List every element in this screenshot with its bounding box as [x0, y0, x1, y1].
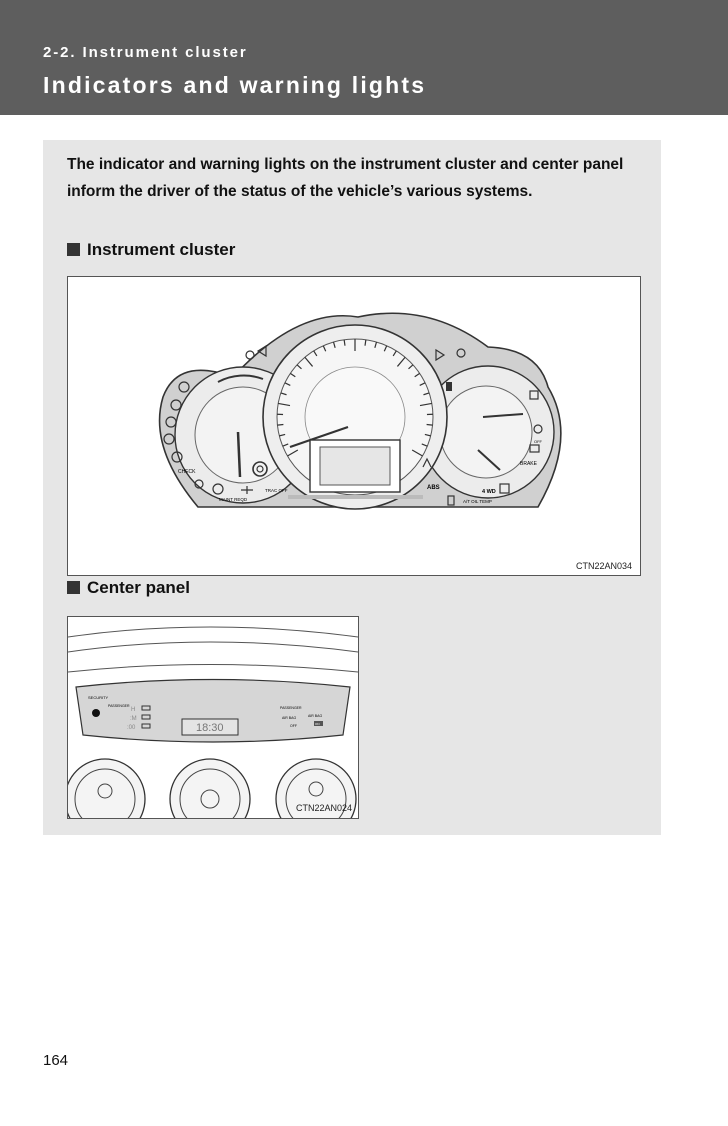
- speedometer-tick: [277, 423, 284, 426]
- speedometer-tick: [313, 350, 318, 357]
- square-bullet-icon: [67, 243, 80, 256]
- headlight-icon: [245, 350, 255, 360]
- speedometer-tick: [408, 364, 414, 370]
- speedometer-tick: [424, 433, 431, 437]
- center-panel-illustration: SECURITY PASSENGER H :M :00 18:30 PASSEN…: [68, 626, 358, 818]
- off-label: OFF: [534, 439, 543, 444]
- speedometer-tick: [282, 443, 289, 447]
- figure-code-center: CTN22AN024: [296, 803, 353, 813]
- speedometer-tick: [304, 356, 314, 367]
- speedometer-tick: [414, 372, 421, 378]
- center-panel-figure: SECURITY PASSENGER H :M :00 18:30 PASSEN…: [67, 616, 359, 819]
- left-climate-knob: [68, 758, 146, 818]
- four-wd-label: 4 WD: [482, 489, 496, 495]
- light-indicator-icon: [456, 348, 466, 358]
- speedometer-tick: [419, 382, 426, 386]
- maint-reqd-label: MAINT REQD: [219, 497, 248, 502]
- speedometer-tick: [287, 449, 299, 457]
- trac-off-label: TRAC OFF: [265, 488, 288, 493]
- passenger-label-left: PASSENGER: [108, 704, 130, 708]
- speedometer-tick: [426, 423, 433, 426]
- page-title: Indicators and warning lights: [43, 72, 427, 98]
- speedometer-tick: [343, 339, 346, 346]
- speedometer-tick: [284, 382, 291, 386]
- speedometer-tick: [419, 402, 432, 407]
- instrument-cluster-heading: Instrument cluster: [67, 240, 235, 260]
- security-indicator-icon: [252, 461, 268, 477]
- speedometer-tick: [296, 364, 302, 370]
- instrument-cluster-illustration: CHECK MAINT REQD TRAC OFF ABS A/T OIL TE…: [158, 312, 562, 510]
- instrument-cluster-heading-text: Instrument cluster: [87, 240, 236, 259]
- m-label: :M: [130, 716, 137, 722]
- brake-label: BRAKE: [520, 461, 538, 467]
- section-label: 2-2. Instrument cluster: [43, 44, 248, 61]
- center-panel-heading-text: Center panel: [87, 578, 190, 597]
- speedometer-tick: [322, 345, 327, 352]
- speedometer-tick: [421, 443, 428, 447]
- check-label: CHECK: [178, 469, 196, 475]
- passenger-label-right: PASSENGER: [280, 706, 302, 710]
- security-label: SECURITY: [88, 695, 109, 700]
- abs-label: ABS: [427, 485, 440, 491]
- speedometer-tick: [423, 392, 430, 396]
- zero-label: :00: [127, 725, 136, 731]
- speedometer-tick: [289, 372, 296, 378]
- speedometer-tick: [364, 339, 367, 346]
- air-bag-label-2: AIR BAG: [308, 714, 322, 718]
- speedometer-tick: [396, 356, 406, 367]
- clock-display: [181, 718, 239, 736]
- speedometer-tick: [374, 341, 378, 348]
- content-panel: The indicator and warning lights on the …: [43, 140, 661, 835]
- indicator-strip: [75, 678, 351, 743]
- air-bag-label-1: AIR BAG: [282, 716, 296, 720]
- center-panel-heading: Center panel: [67, 578, 190, 598]
- center-climate-knob: [169, 758, 251, 818]
- speedometer-tick: [278, 402, 291, 407]
- instrument-cluster-figure: CHECK MAINT REQD TRAC OFF ABS A/T OIL TE…: [67, 276, 641, 576]
- turn-signal-right-icon: [435, 348, 446, 362]
- speedometer-tick: [411, 449, 423, 457]
- right-climate-knob: [275, 758, 357, 818]
- speedometer-tick: [279, 433, 286, 437]
- clock-time: 18:30: [196, 722, 224, 734]
- intro-paragraph: The indicator and warning lights on the …: [67, 156, 624, 200]
- h-label: H: [131, 707, 135, 713]
- speedometer-tick: [332, 341, 336, 348]
- airbag-on-label: ON: [315, 722, 320, 726]
- square-bullet-icon: [67, 581, 80, 594]
- page-number: 164: [43, 1052, 69, 1069]
- figure-code-cluster: CTN22AN034: [576, 561, 633, 571]
- speedometer-tick: [383, 345, 388, 352]
- airbag-off-label: OFF: [290, 724, 297, 728]
- turn-signal-left-icon: [256, 344, 267, 358]
- at-oil-temp-label: A/T OIL TEMP: [463, 499, 492, 504]
- speedometer-tick: [392, 350, 397, 357]
- speedometer-tick: [280, 392, 287, 396]
- page-header: 2-2. Instrument cluster Indicators and w…: [0, 0, 728, 115]
